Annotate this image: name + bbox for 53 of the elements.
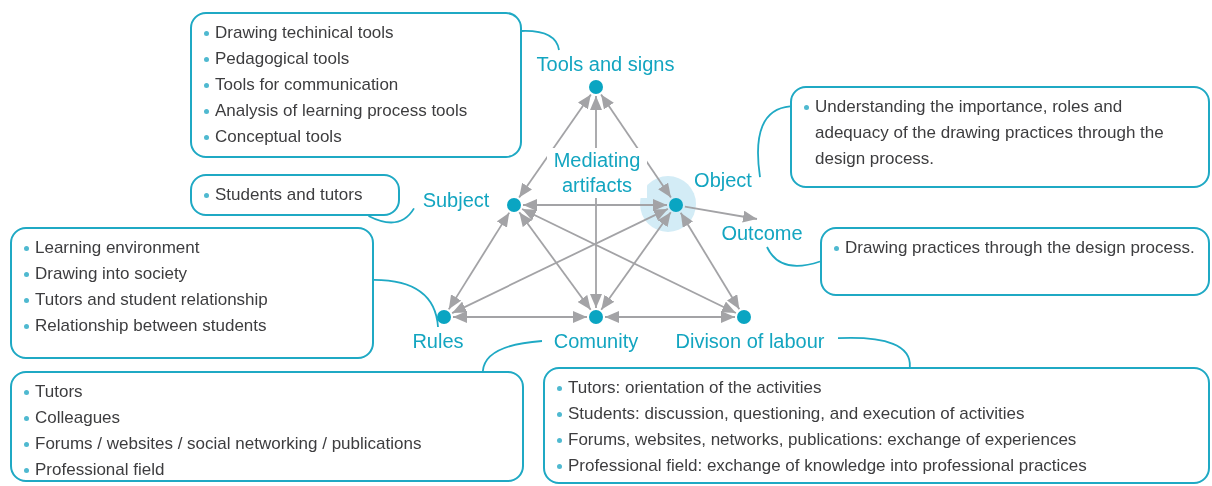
double-arrow xyxy=(604,311,736,323)
bullet-text: Conceptual tools xyxy=(215,126,342,148)
double-arrow xyxy=(451,208,669,314)
callout-box xyxy=(190,174,400,216)
bullet-text: Drawing techinical tools xyxy=(215,22,394,44)
double-arrow xyxy=(600,93,672,199)
callout-box xyxy=(190,12,522,158)
concept-label: Comunity xyxy=(542,327,650,355)
callout-box xyxy=(820,227,1210,296)
double-arrow xyxy=(679,211,741,311)
bullet-text: Analysis of learning process tools xyxy=(215,100,468,122)
arrow xyxy=(683,205,758,223)
bullet-text: Students: discussion, questioning, and execution of activities xyxy=(568,403,1025,425)
text-label: Mediating artifacts xyxy=(547,148,647,198)
bullet-text: Forums / websites / social networking / publications xyxy=(35,433,422,455)
concept-label: Object xyxy=(686,166,760,194)
callout-box xyxy=(543,367,1210,484)
bullet-text: Learning environment xyxy=(35,237,200,259)
double-arrow xyxy=(518,93,592,199)
bullet-text: Professional field: exchange of knowledge into professional practices xyxy=(568,455,1087,477)
concept-label: Rules xyxy=(408,327,468,355)
leader-line xyxy=(521,30,560,51)
double-arrow xyxy=(522,199,668,211)
leader-line xyxy=(482,340,543,372)
bullet-text: Forums, websites, networks, publications: exchange of experiences xyxy=(568,429,1077,451)
concept-label: Subject xyxy=(414,186,498,214)
bullet-text: Relationship between students xyxy=(35,315,267,337)
callout-box xyxy=(10,227,374,359)
leader-line xyxy=(837,337,911,368)
bullet-text: Tutors: orientation of the activities xyxy=(568,377,822,399)
bullet-text: Professional field xyxy=(35,459,165,481)
callout-box xyxy=(10,371,524,482)
leader-line xyxy=(373,278,439,328)
bullet-text: Colleagues xyxy=(35,407,121,429)
double-arrow xyxy=(600,211,672,311)
concept-label: Tools and signs xyxy=(528,50,683,78)
double-arrow xyxy=(452,311,588,323)
leader-line xyxy=(766,246,821,267)
concept-label: Outcome xyxy=(712,219,812,247)
bullet-text: Students and tutors xyxy=(215,184,363,206)
leader-line xyxy=(757,105,791,179)
bullet-text: Tutors and student relationship xyxy=(35,289,268,311)
double-arrow xyxy=(447,211,511,311)
bullet-text: Tools for communication xyxy=(215,74,399,96)
bullet-text: Drawing practices through the design process. xyxy=(845,237,1195,259)
bullet-text: Pedagogical tools xyxy=(215,48,350,70)
callout-box xyxy=(790,86,1210,188)
bullet-text: Tutors xyxy=(35,381,83,403)
bullet-text: Drawing into society xyxy=(35,263,188,285)
double-arrow xyxy=(521,208,737,314)
bullet-text: Understanding the importance, roles and adequacy of the drawing practices through the design process. xyxy=(815,96,1165,170)
concept-label: Divison of labour xyxy=(662,327,838,355)
double-arrow xyxy=(518,211,592,311)
